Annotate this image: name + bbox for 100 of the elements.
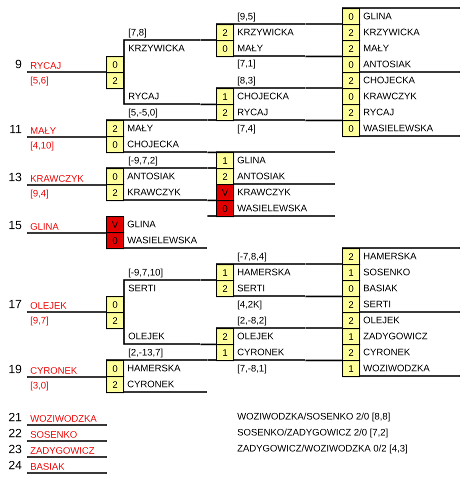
bracket-line: [207, 167, 216, 169]
bracket-line: [305, 120, 342, 122]
player-name: KRZYWICKA: [128, 44, 185, 52]
bracket-line: [305, 360, 342, 362]
score-note: [2,-8,2]: [238, 316, 266, 326]
score-cell: 2: [216, 328, 234, 346]
player-name: HAMERSKA: [128, 364, 180, 372]
score-cell: 2: [342, 104, 360, 122]
score-cell: 2: [342, 72, 360, 90]
bracket-line: [27, 376, 106, 378]
score-cell: 2: [342, 312, 360, 330]
score-cell: 0: [216, 200, 234, 218]
player-name: ANTOSIAK: [237, 172, 285, 180]
score-cell: 0: [342, 280, 360, 298]
player-name: OLEJEK: [238, 332, 274, 340]
score-note: [5,-5,0]: [128, 108, 158, 118]
score-cell: 1: [342, 264, 360, 282]
score-cell: 2: [342, 40, 360, 58]
score-cell: 2: [342, 248, 360, 266]
score-cell: 2: [106, 184, 124, 202]
player-name: SERTI: [128, 284, 156, 292]
match-bracket: [106, 216, 207, 250]
seed-number: 9: [16, 60, 22, 68]
player-name: MAŁY: [128, 124, 153, 132]
bracket-line: [27, 184, 106, 186]
player-name: KRZYWICKA: [364, 28, 420, 36]
player-name: WASIELEWSKA: [237, 204, 308, 212]
score-note: [4,10]: [30, 142, 54, 150]
bracket-line: [200, 279, 216, 281]
bracket-line: [27, 311, 106, 313]
bracket-line: [305, 56, 342, 58]
score-cell: 0: [216, 40, 234, 58]
player-name: OLEJEK: [364, 316, 400, 324]
player-name: RYCAJ: [128, 92, 158, 100]
score-cell: 2: [216, 168, 234, 186]
bracket-line: [27, 71, 106, 73]
score-cell: 0: [106, 168, 124, 186]
bracket-line: [207, 152, 216, 154]
player-name: MAŁY: [364, 44, 389, 52]
player-name: OLEJEK: [128, 332, 165, 340]
player-name: GLINA: [238, 156, 266, 164]
seed-name: CYRONEK: [30, 367, 78, 374]
bracket-line: [305, 263, 342, 265]
seed-number: 22: [9, 428, 22, 438]
score-note: [-7,8,4]: [238, 252, 266, 262]
seed-number: 13: [9, 172, 22, 182]
bracket-line: [207, 359, 216, 361]
score-note: [7,1]: [238, 60, 255, 68]
match-bracket: [342, 247, 460, 314]
score-cell: 0: [106, 136, 124, 154]
bracket-line: [200, 39, 216, 41]
player-name: WASIELEWSKA: [363, 124, 434, 132]
player-name: ZADYGOWICZ: [364, 332, 428, 340]
score-cell: V: [106, 216, 124, 234]
score-cell: 2: [106, 120, 124, 138]
score-note: [5,6]: [30, 76, 48, 86]
seed-name: OLEJEK: [30, 302, 67, 309]
player-name: GLINA: [364, 12, 392, 20]
score-cell: 0: [342, 8, 360, 26]
match-bracket: [342, 7, 460, 74]
seed-number: 24: [9, 460, 22, 470]
player-name: RYCAJ: [364, 108, 394, 116]
seed-number: 11: [10, 124, 22, 134]
score-cell: V: [216, 184, 234, 202]
bracket-line: [305, 327, 342, 329]
seed-name: KRAWCZYK: [30, 175, 84, 182]
score-note: [7,-8,1]: [238, 364, 266, 374]
bracket-line: [305, 296, 342, 298]
score-cell: 0: [106, 296, 124, 314]
match-bracket: [216, 151, 335, 186]
result-note: ZADYGOWICZ/WOZIWODZKA 0/2 [4,3]: [238, 444, 407, 454]
player-name: HAMERSKA: [238, 268, 290, 276]
score-cell: 1: [216, 264, 234, 282]
result-note: SOSENKO/ZADYGOWICZ 2/0 [7,2]: [238, 428, 388, 438]
player-name: CYRONEK: [128, 380, 174, 388]
bracket-line: [200, 104, 216, 106]
seed-name: MAŁY: [30, 127, 56, 134]
player-name: SERTI: [238, 284, 264, 292]
bracket-line: [27, 136, 106, 138]
score-cell: 2: [342, 344, 360, 362]
score-note: [9,5]: [238, 12, 255, 22]
score-note: [-9,7,10]: [128, 268, 162, 278]
bracket-line: [207, 200, 216, 202]
score-cell: 0: [342, 120, 360, 138]
player-name: WOZIWODZKA: [363, 364, 430, 372]
player-name: ANTOSIAK: [127, 172, 175, 180]
player-name: CYRONEK: [238, 348, 284, 356]
player-name: RYCAJ: [238, 108, 268, 116]
score-note: [8,3]: [238, 76, 255, 86]
player-name: ANTOSIAK: [363, 60, 411, 68]
score-cell: 1: [342, 328, 360, 346]
player-name: CHOJECKA: [364, 76, 415, 84]
player-name: CHOJECKA: [128, 140, 179, 148]
score-note: [4,2K]: [238, 300, 262, 310]
seed-name: GLINA: [30, 223, 59, 230]
bracket-line: [305, 87, 342, 89]
score-cell: 2: [106, 72, 124, 90]
player-name: MAŁY: [238, 44, 263, 52]
bracket-line: [305, 23, 342, 25]
score-note: [7,8]: [128, 28, 146, 38]
